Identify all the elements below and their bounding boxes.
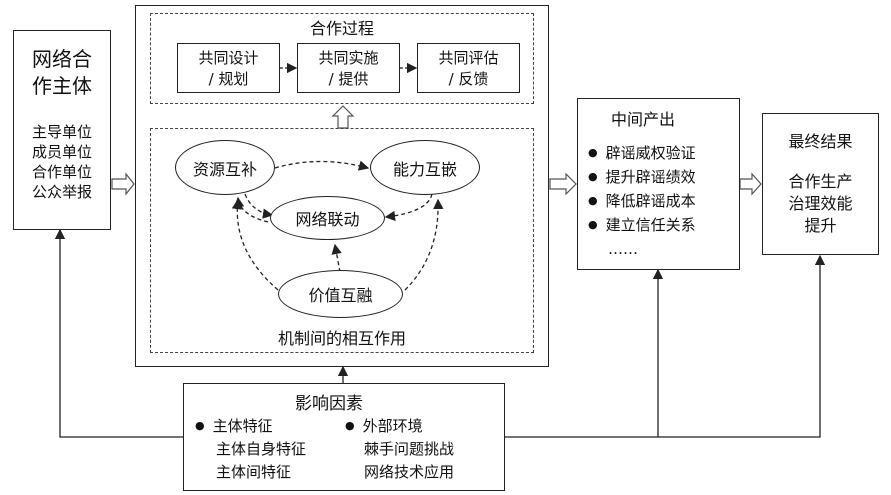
process-step-design: 共同设计 / 规划 <box>177 43 280 93</box>
actors-item-3: 合作单位 <box>31 163 92 181</box>
actors-box <box>13 30 111 230</box>
intermediate-item-1: 辟谣威权验证 <box>588 142 696 163</box>
hollow-arrow-actors-to-core <box>111 172 135 196</box>
arrow-value-to-resource <box>231 198 279 291</box>
factors-box <box>183 383 505 491</box>
actors-item-1: 主导单位 <box>31 123 92 141</box>
process-region <box>150 13 534 104</box>
intermediate-item-3: 降低辟谣成本 <box>588 190 696 211</box>
factors-right-item-2: 网络技术应用 <box>364 463 455 481</box>
factors-right-item-1: 棘手问题挑战 <box>364 440 455 458</box>
actors-item-2: 成员单位 <box>31 143 92 161</box>
hollow-arrow-core-to-intermediate <box>549 172 577 196</box>
factors-left-item-1: 主体自身特征 <box>216 440 307 458</box>
node-capability-embed: 能力互嵌 <box>370 140 480 195</box>
step-design-line2: / 规划 <box>208 70 249 88</box>
arrow-resource-to-network <box>244 193 274 219</box>
arrow-value-to-network <box>331 243 342 273</box>
core-box <box>135 5 549 367</box>
step-design-line1: 共同设计 <box>198 49 259 67</box>
process-title: 合作过程 <box>309 19 374 38</box>
process-step-implement: 共同实施 / 提供 <box>297 43 400 93</box>
intermediate-title: 中间产出 <box>611 110 676 129</box>
factors-right-head: 外部环境 <box>345 415 423 436</box>
final-line-2: 治理效能 <box>788 194 853 213</box>
intermediate-ellipsis: …… <box>608 240 638 258</box>
actors-item-4: 公众举报 <box>31 183 92 201</box>
step-implement-line1: 共同实施 <box>318 49 379 67</box>
arrow-capability-to-network <box>384 193 433 222</box>
intermediate-item-2: 提升辟谣绩效 <box>588 166 696 187</box>
hollow-arrow-mechanism-to-process <box>331 105 355 129</box>
factors-left-item-2: 主体间特征 <box>216 463 292 481</box>
node-network-linkage: 网络联动 <box>270 196 385 240</box>
hollow-arrow-intermediate-to-final <box>739 172 762 196</box>
mechanism-region <box>150 128 534 353</box>
node-value-integration: 价值互融 <box>278 270 403 318</box>
process-step-evaluate: 共同评估 / 反馈 <box>417 43 520 93</box>
step-evaluate-line2: / 反馈 <box>448 70 489 88</box>
factors-left-head: 主体特征 <box>195 415 273 436</box>
step-evaluate-line1: 共同评估 <box>438 49 499 67</box>
intermediate-item-4: 建立信任关系 <box>588 214 696 235</box>
factors-title: 影响因素 <box>295 394 363 414</box>
arrow-resource-to-capability <box>274 160 370 171</box>
factors-to-actors-line <box>54 228 183 438</box>
factors-to-outputs-line <box>505 254 826 438</box>
node-resource-complement: 资源互补 <box>175 140 275 195</box>
final-line-1: 合作生产 <box>788 172 853 191</box>
step-implement-line2: / 提供 <box>328 70 369 88</box>
arrow-value-to-capability <box>404 198 444 291</box>
final-line-3: 提升 <box>804 216 837 235</box>
actors-title-line2: 作主体 <box>32 74 92 98</box>
actors-title-line1: 网络合 <box>32 47 92 71</box>
final-title: 最终结果 <box>788 132 853 151</box>
final-box <box>762 113 879 255</box>
mechanism-title: 机制间的相互作用 <box>277 329 406 348</box>
